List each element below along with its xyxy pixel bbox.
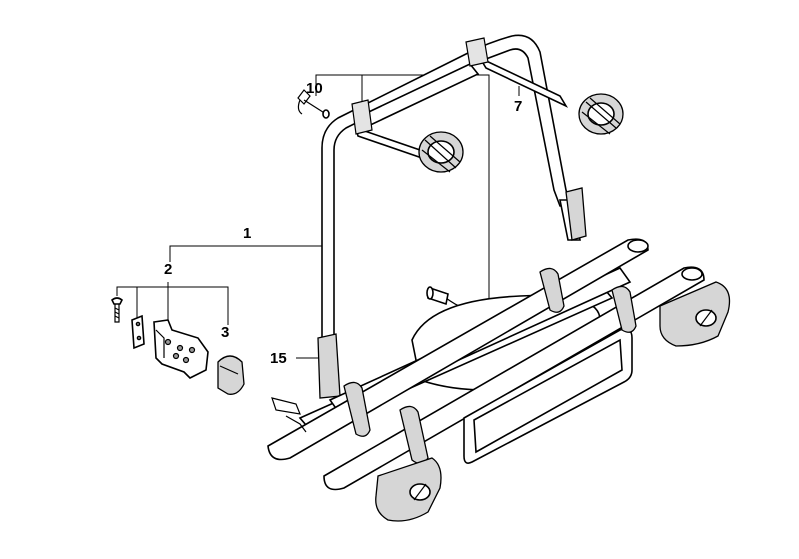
callout-2: 2 — [164, 261, 173, 278]
callout-7: 7 — [514, 98, 523, 115]
mounting-parts — [110, 297, 245, 395]
rail-straps — [343, 267, 637, 465]
leader-lines — [116, 74, 520, 359]
locking-pin — [297, 89, 330, 119]
tail-lights — [375, 281, 731, 522]
upper-hoop-frame — [317, 34, 587, 399]
callout-3: 3 — [221, 324, 230, 341]
callout-10: 10 — [306, 80, 323, 97]
hoop-wheel-cradles — [418, 93, 624, 173]
callout-1: 1 — [243, 225, 252, 242]
licence-plate-holder — [463, 328, 633, 464]
callout-15: 15 — [270, 350, 287, 367]
